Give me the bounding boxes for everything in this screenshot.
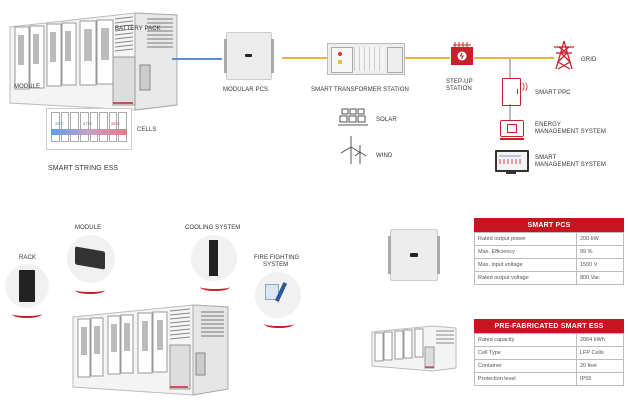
monitor-stand — [506, 170, 516, 174]
spec-value: IP55 — [576, 372, 624, 386]
spec-label: Cell Type — [474, 346, 577, 360]
smart-ppc-label: SMART PPC — [535, 90, 571, 96]
cells-inset: 25°C 27°C 28°C — [46, 108, 132, 150]
module-circle — [67, 235, 115, 283]
modular-pcs-icon — [224, 32, 274, 80]
spec-value: 800 Vac — [576, 271, 624, 285]
smart-ppc-icon — [502, 78, 521, 106]
module-label: MODULE — [14, 84, 41, 90]
dc-line — [172, 58, 222, 60]
solar-icon — [338, 108, 368, 126]
ems-label-1: ENERGY — [535, 122, 561, 128]
ac-line-stepup-grid — [474, 57, 554, 59]
fire-fighting-label-1: FIRE FIGHTING — [254, 255, 300, 261]
cooling-accent-arc — [200, 283, 230, 291]
cell-temp-3: 28°C — [111, 121, 120, 126]
fire-fighting-label-2: SYSTEM — [263, 262, 289, 268]
prefab-container-illustration — [72, 304, 229, 396]
fire-fighting-accent-arc — [264, 320, 294, 328]
rack-circle — [5, 264, 49, 308]
wind-label: WIND — [376, 153, 393, 159]
module-icon — [75, 246, 105, 270]
spec-value: 1500 V — [576, 258, 624, 272]
battery-pack-label: BATTERY PACK — [115, 26, 161, 32]
spec-value: 99 % — [576, 245, 624, 259]
smart-transformer-label: SMART TRANSFORMER STATION — [311, 87, 409, 93]
fire-fighting-circle — [255, 272, 301, 318]
prefab-ess-table-title: PRE-FABRICATED SMART ESS — [474, 319, 624, 334]
spec-label: Max. Efficiency — [474, 245, 577, 259]
cells-label: CELLS — [137, 127, 157, 133]
prefab-ess-product-image — [371, 325, 457, 372]
step-up-station-icon — [451, 42, 473, 65]
spec-value: 200 kW — [576, 232, 624, 246]
sms-label-1: SMART — [535, 155, 557, 161]
step-up-label-1: STEP-UP — [446, 79, 473, 85]
rack-label: RACK — [19, 255, 37, 261]
module-component-label: MODULE — [75, 225, 102, 231]
step-up-label-2: STATION — [446, 86, 472, 92]
cooling-system-label: COOLING SYSTEM — [185, 225, 241, 231]
smart-string-ess-title: SMART STRING ESS — [48, 165, 119, 172]
spec-label: Rated output power — [474, 232, 577, 246]
cell-temp-1: 25°C — [55, 121, 64, 126]
energy-management-icon — [500, 120, 524, 140]
ppc-connector — [509, 58, 511, 78]
ems-connector — [509, 104, 511, 120]
modular-pcs-label: MODULAR PCS — [223, 87, 269, 93]
rack-icon — [19, 270, 35, 302]
ems-label-2: MANAGEMENT SYSTEM — [535, 129, 606, 135]
sms-label-2: MANAGEMENT SYSTEM — [535, 162, 606, 168]
spec-value: 20 feet — [576, 359, 624, 373]
cooling-system-icon — [209, 240, 218, 276]
spec-label: Max. input voltage — [474, 258, 577, 272]
spec-value: LFP Cells — [576, 346, 624, 360]
grid-tower-icon — [554, 40, 574, 70]
cooling-circle — [191, 235, 237, 281]
cell-temp-2: 27°C — [83, 121, 92, 126]
module-accent-arc — [75, 286, 105, 294]
smart-pcs-product-image — [388, 229, 440, 281]
wireless-signal-icon: )) — [522, 81, 528, 91]
rack-accent-arc — [12, 310, 42, 318]
ac-line-transformer-stepup — [402, 57, 450, 59]
smart-transformer-icon — [327, 43, 405, 75]
wind-turbine-icon — [340, 136, 367, 164]
ac-line-pcs-transformer — [282, 57, 328, 59]
ess-container-illustration — [9, 12, 178, 111]
smart-management-monitor-icon — [495, 150, 529, 172]
smart-pcs-table-title: SMART PCS — [474, 218, 624, 233]
spec-value: 2064 kWh — [576, 333, 624, 347]
temperature-gradient — [51, 129, 127, 135]
spec-label: Rated capacity — [474, 333, 577, 347]
spec-label: Container — [474, 359, 577, 373]
solar-label: SOLAR — [376, 117, 397, 123]
spec-label: Rated output voltage — [474, 271, 577, 285]
grid-label: GRID — [581, 57, 597, 63]
spec-label: Protection level — [474, 372, 577, 386]
